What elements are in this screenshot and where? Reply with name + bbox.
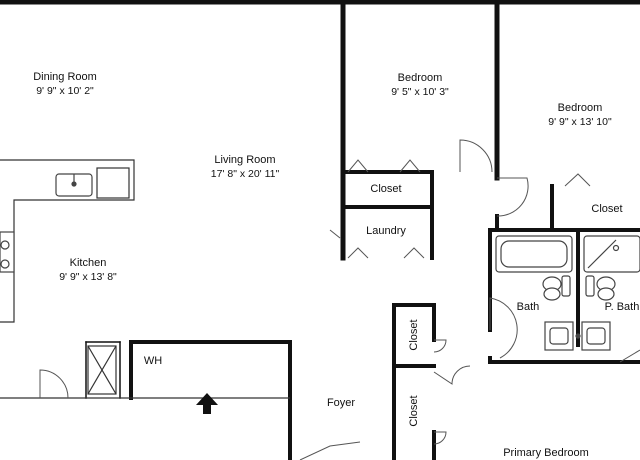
room-closet-2: Closet xyxy=(580,202,634,216)
room-name: Kitchen xyxy=(69,257,107,269)
room-closet-vertical-1: Closet xyxy=(407,311,421,359)
room-name: Bedroom xyxy=(397,72,443,84)
room-closet-vertical-2: Closet xyxy=(407,387,421,435)
room-closet-1: Closet xyxy=(356,182,416,196)
room-name: Closet xyxy=(408,319,420,351)
room-p-bath: P. Bath xyxy=(598,300,640,314)
room-name: WH xyxy=(143,355,163,367)
bathtub-icon xyxy=(495,235,640,273)
counters xyxy=(0,159,290,399)
room-kitchen: Kitchen 9' 9" x 13' 8" xyxy=(40,256,136,284)
entry-arrow-icon xyxy=(196,393,218,414)
room-dining-room: Dining Room 9' 9" x 10' 2" xyxy=(14,70,116,98)
room-dimensions: 9' 9" x 10' 2" xyxy=(36,85,94,97)
room-bedroom-1: Bedroom 9' 5" x 10' 3" xyxy=(370,71,470,99)
room-dimensions: 9' 9" x 13' 8" xyxy=(59,271,117,283)
room-name: Dining Room xyxy=(33,71,97,83)
room-bath: Bath xyxy=(508,300,548,314)
room-name: Bedroom xyxy=(557,102,603,114)
room-name: Primary Bedroom xyxy=(503,447,589,459)
room-primary-bedroom: Primary Bedroom xyxy=(494,446,598,460)
room-dimensions: 17' 8" x 20' 11" xyxy=(210,168,280,180)
room-name: P. Bath xyxy=(604,301,640,313)
room-wh: WH xyxy=(138,354,168,368)
room-name: Closet xyxy=(408,395,420,427)
sink-icon xyxy=(55,173,93,197)
room-bedroom-2: Bedroom 9' 9" x 13' 10" xyxy=(530,101,630,129)
room-name: Closet xyxy=(370,183,402,195)
room-living-room: Living Room 17' 8" x 20' 11" xyxy=(190,153,300,181)
room-dimensions: 9' 5" x 10' 3" xyxy=(391,86,449,98)
doors xyxy=(39,139,640,460)
vanity-sink-icon xyxy=(544,321,611,351)
room-dimensions: 9' 9" x 13' 10" xyxy=(548,116,612,128)
room-name: Bath xyxy=(516,301,540,313)
room-name: Living Room xyxy=(214,154,276,166)
room-name: Closet xyxy=(591,203,623,215)
room-name: Laundry xyxy=(366,225,406,237)
room-laundry: Laundry xyxy=(356,224,416,238)
toilet-icon xyxy=(542,275,616,301)
room-foyer: Foyer xyxy=(318,396,364,410)
stove-icon xyxy=(0,231,15,273)
room-name: Foyer xyxy=(326,397,356,409)
